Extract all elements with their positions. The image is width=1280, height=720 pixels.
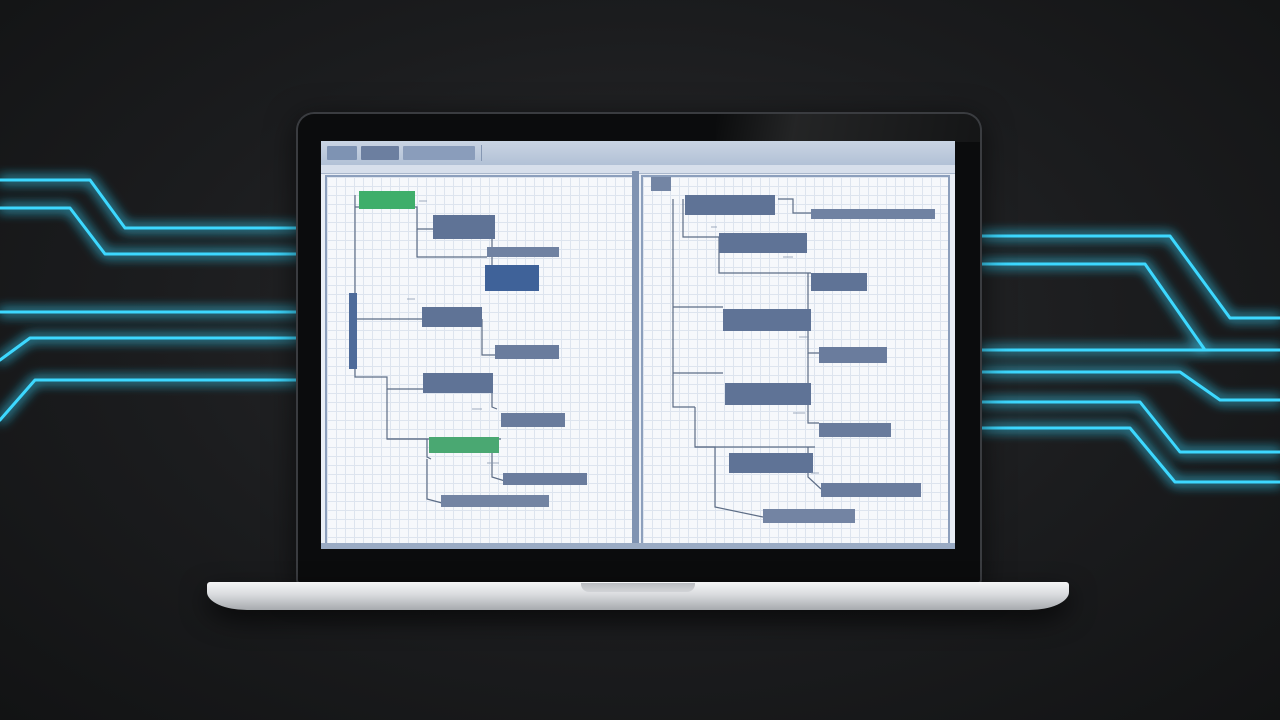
bezel-reflection — [716, 114, 980, 142]
diagram-node — [487, 247, 559, 257]
diagram-node — [811, 273, 867, 291]
circuit-line — [0, 178, 302, 230]
circuit-line — [978, 262, 1280, 352]
diagram-node — [729, 453, 813, 473]
diagram-node — [725, 383, 811, 405]
diagram-node — [423, 373, 493, 393]
circuit-line — [978, 234, 1280, 320]
diagram-pane-left — [325, 175, 634, 545]
pane-splitter[interactable] — [632, 171, 639, 549]
diagram-node — [433, 215, 495, 239]
toolbar-buttons[interactable] — [327, 146, 357, 160]
laptop-opening-notch — [581, 583, 695, 592]
diagram-pane-right — [641, 175, 950, 545]
circuit-line — [978, 426, 1280, 484]
diagram-node — [501, 413, 565, 427]
diagram-node — [495, 345, 559, 359]
circuit-line — [978, 370, 1280, 402]
toolbar-buttons[interactable] — [361, 146, 399, 160]
flowchart-nodes — [349, 191, 587, 507]
app-toolbar — [321, 141, 955, 166]
diagram-node — [819, 347, 887, 363]
flowchart-diagram-icon — [651, 177, 935, 523]
toolbar-separator — [481, 145, 482, 161]
diagram-node — [723, 309, 811, 331]
circuit-line — [0, 206, 302, 256]
toolbar-buttons[interactable] — [403, 146, 475, 160]
diagram-node — [763, 509, 855, 523]
diagram-node — [485, 265, 539, 291]
diagram-node — [349, 293, 357, 369]
diagram-node — [685, 195, 775, 215]
circuit-line — [0, 336, 302, 362]
flowchart-nodes — [651, 177, 935, 523]
status-bar — [321, 543, 955, 549]
circuit-line — [978, 400, 1280, 454]
laptop-screen — [321, 141, 955, 549]
flowchart-diagram-icon — [349, 191, 587, 507]
diagram-node — [719, 233, 807, 253]
diagram-node — [503, 473, 587, 485]
diagram-node — [441, 495, 549, 507]
circuit-line — [0, 378, 302, 422]
diagram-node — [821, 483, 921, 497]
diagram-node — [811, 209, 935, 219]
diagram-node — [651, 177, 671, 191]
diagram-node — [429, 437, 499, 453]
diagram-node — [819, 423, 891, 437]
diagram-node — [422, 307, 482, 327]
diagram-node — [359, 191, 415, 209]
